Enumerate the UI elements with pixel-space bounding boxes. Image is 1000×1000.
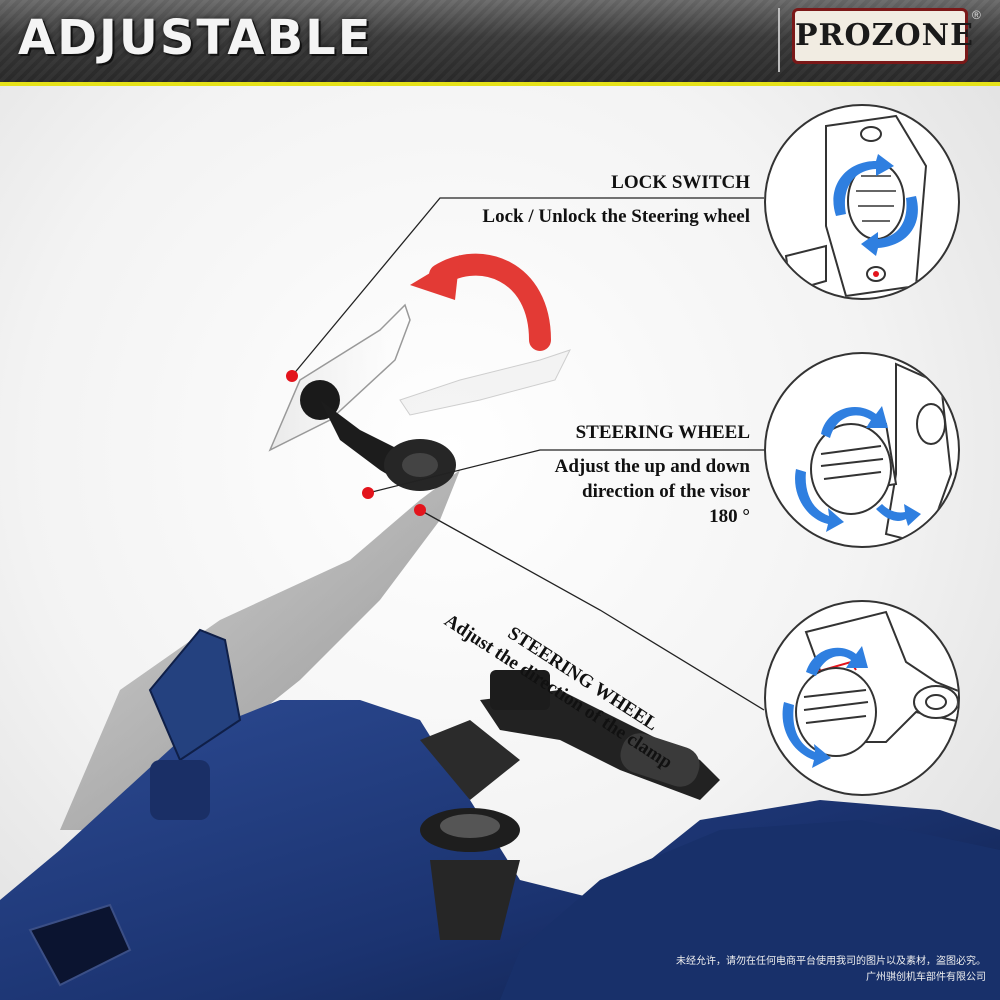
page-title: ADJUSTABLE xyxy=(18,10,373,66)
header-bar: ADJUSTABLE PROZONE ® xyxy=(0,0,1000,86)
rotate-icon xyxy=(782,646,868,768)
motorcycle-fairing xyxy=(0,628,1000,1000)
leader-lines xyxy=(291,197,765,711)
visor-mount xyxy=(268,303,571,491)
steering-wheel-visor-description: Adjust the up and down xyxy=(554,456,750,477)
lock-switch-description: Lock / Unlock the Steering wheel xyxy=(482,206,750,227)
handlebar xyxy=(420,670,720,940)
curved-arrow-icon xyxy=(410,253,551,351)
windshield xyxy=(60,470,460,830)
marker-dots xyxy=(286,370,426,516)
brand-logo: PROZONE xyxy=(792,8,973,64)
company-name: 广州骐创机车部件有限公司 xyxy=(866,972,986,983)
steering-wheel-visor-angle: 180 ° xyxy=(709,506,750,527)
steering-wheel-drawing xyxy=(795,362,953,546)
rotate-icon xyxy=(795,406,921,532)
steering-wheel-detail xyxy=(764,352,960,548)
lock-switch-drawing xyxy=(784,114,928,298)
lock-switch-detail xyxy=(764,104,960,300)
clamp-drawing xyxy=(782,610,958,768)
copyright-line: 未经允许，请勿在任何电商平台使用我司的图片以及素材，盗图必究。 xyxy=(676,956,986,967)
clamp-detail xyxy=(764,600,960,796)
registered-mark: ® xyxy=(972,8,981,22)
rotate-icon xyxy=(833,154,918,256)
lock-switch-title: LOCK SWITCH xyxy=(611,172,750,193)
copyright-notice: 未经允许，请勿在任何电商平台使用我司的图片以及素材，盗图必究。 广州骐创机车部件… xyxy=(676,954,986,986)
steering-wheel-visor-description: direction of the visor xyxy=(582,481,750,502)
steering-wheel-visor-title: STEERING WHEEL xyxy=(575,422,750,443)
header-divider xyxy=(778,8,780,72)
